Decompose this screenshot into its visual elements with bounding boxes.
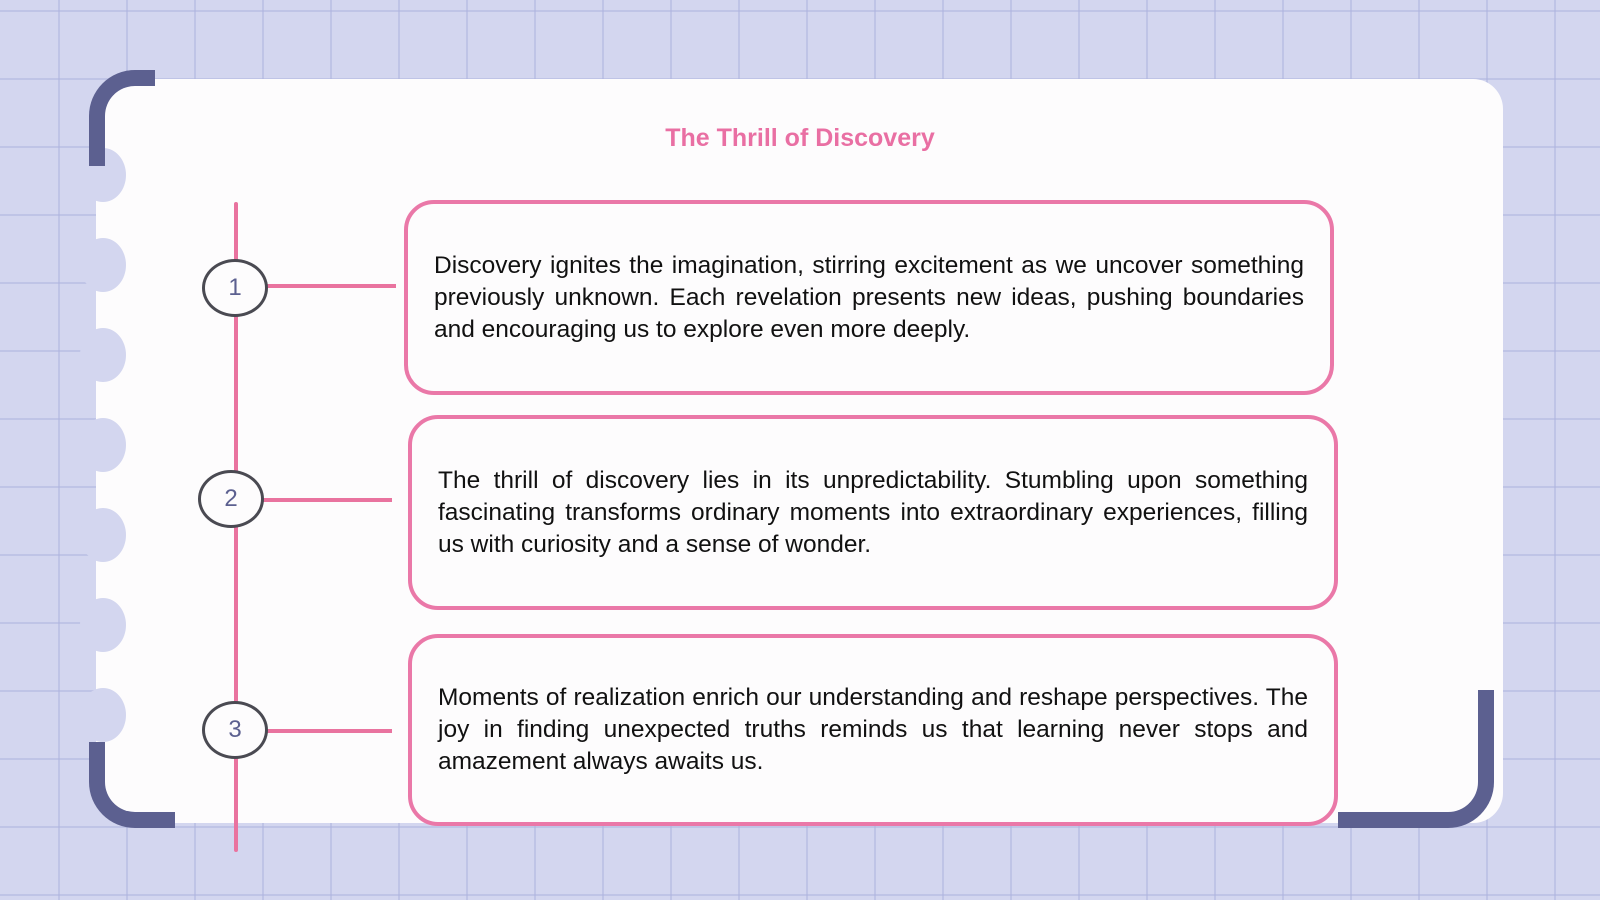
timeline-node-3: 3 <box>202 701 268 759</box>
paper-notch <box>80 688 126 742</box>
timeline-node-2: 2 <box>198 470 264 528</box>
card-text: Discovery ignites the imagination, stirr… <box>434 251 1304 343</box>
discovery-card-2: The thrill of discovery lies in its unpr… <box>408 415 1338 610</box>
timeline-connector-1 <box>266 284 396 288</box>
corner-bracket-top-left <box>89 70 155 166</box>
paper-notch <box>80 508 126 562</box>
slide-title: The Thrill of Discovery <box>665 124 935 152</box>
timeline-connector-2 <box>262 498 392 502</box>
node-number: 2 <box>224 485 238 512</box>
corner-bracket-bottom-left <box>89 742 175 828</box>
timeline-node-1: 1 <box>202 259 268 317</box>
discovery-card-3: Moments of realization enrich our unders… <box>408 634 1338 826</box>
paper-notch <box>80 418 126 472</box>
paper-notch <box>80 598 126 652</box>
discovery-card-1: Discovery ignites the imagination, stirr… <box>404 200 1334 395</box>
card-text: Moments of realization enrich our unders… <box>438 684 1308 775</box>
paper-notch <box>80 238 126 292</box>
card-text: The thrill of discovery lies in its unpr… <box>438 466 1308 558</box>
timeline-connector-3 <box>266 729 392 733</box>
paper-notch <box>80 328 126 382</box>
node-number: 1 <box>228 274 242 301</box>
corner-bracket-bottom-right <box>1338 690 1494 828</box>
node-number: 3 <box>228 716 242 743</box>
